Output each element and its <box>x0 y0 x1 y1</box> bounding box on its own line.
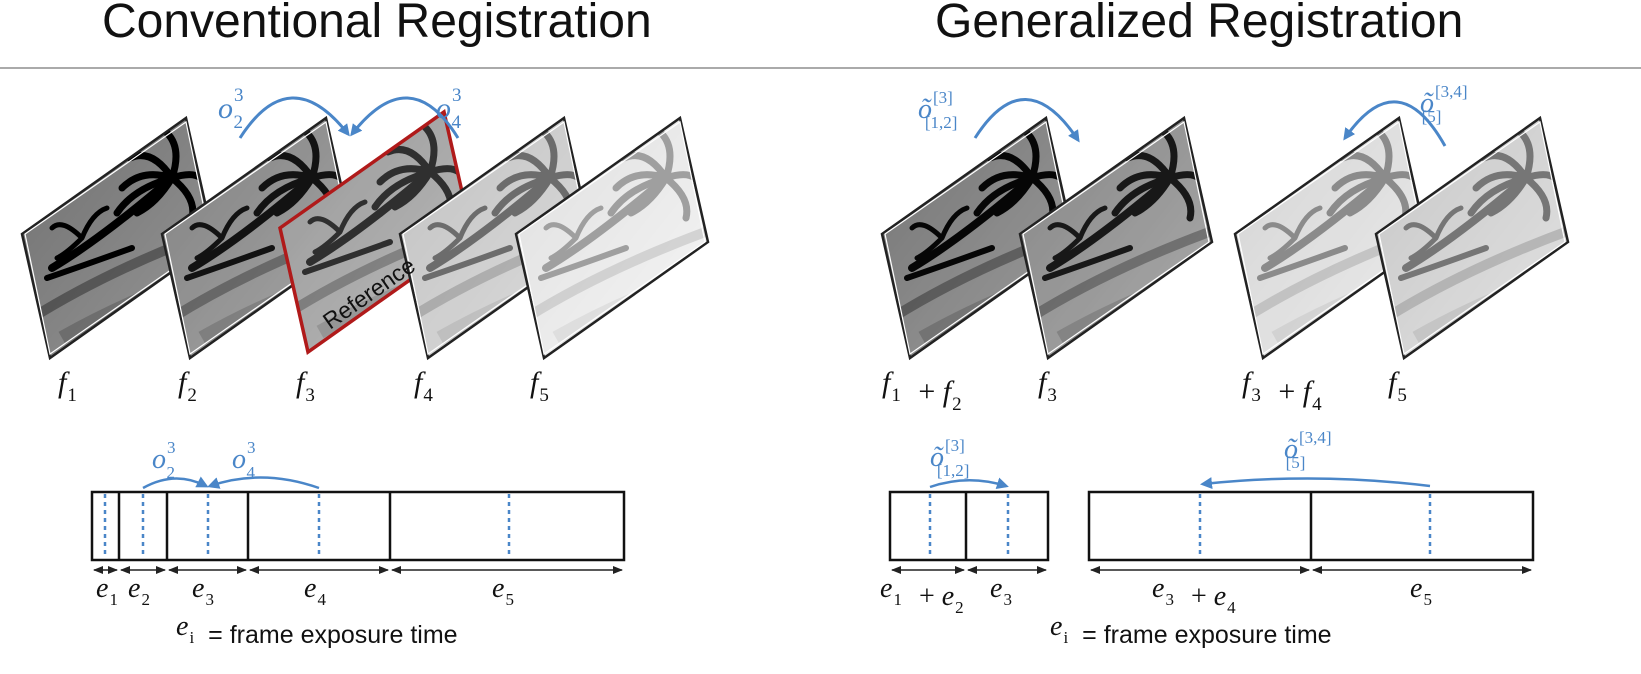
exposure-labels: e1 e2 e3 e4 e5 e1 + e2 e3 e3 + e4 e5 <box>96 573 1432 617</box>
label-e3-right: e3 <box>990 573 1012 609</box>
right-timeline-box-1 <box>888 490 1050 562</box>
exposure-legends: ei= frame exposure time ei= frame exposur… <box>176 611 1332 649</box>
label-f4: f4 <box>414 366 433 406</box>
label-flow-o5-timeline: õ[3,4][5] <box>1284 428 1332 472</box>
flow-arrow-o5 <box>1343 100 1447 147</box>
label-f2: f2 <box>178 366 197 406</box>
frame-f5 <box>514 115 710 361</box>
legend-right: ei= frame exposure time <box>1050 611 1332 649</box>
title-generalized-registration: Generalized Registration <box>935 0 1464 48</box>
right-exposure-timeline <box>888 477 1535 574</box>
left-timeline-box <box>90 490 626 562</box>
right-timeline-flow-o12 <box>929 477 1009 490</box>
label-f1: f1 <box>58 366 77 406</box>
title-conventional-registration: Conventional Registration <box>102 0 652 48</box>
flow-arrow-o4 <box>350 96 460 139</box>
label-e3: e3 <box>192 573 214 609</box>
right-timeline-flow-o5 <box>1200 477 1431 490</box>
label-e5: e5 <box>492 573 514 609</box>
label-f1-plus-f2: f1 + f2 <box>882 366 962 415</box>
label-e1: e1 <box>96 573 118 609</box>
label-flow-o5-top: õ[3,4][5] <box>1420 82 1468 126</box>
left-timeline-flow-o4 <box>207 476 320 490</box>
flow-arrow-o12 <box>973 98 1080 143</box>
label-f3: f3 <box>296 366 315 406</box>
flow-arrow-o2 <box>238 96 350 139</box>
frame-f3 <box>1018 115 1214 361</box>
left-frame-labels: f1 f2 f3 f4 f5 <box>58 366 549 406</box>
label-flow-o12-top: õ[3][1,2] <box>918 88 957 132</box>
label-e1-plus-e2: e1 + e2 <box>880 573 964 617</box>
legend-left: ei= frame exposure time <box>176 611 458 649</box>
frame-f1 <box>20 115 216 361</box>
left-timeline-flow-o2 <box>142 476 209 490</box>
label-f5: f5 <box>1388 366 1407 406</box>
label-e3-plus-e4: e3 + e4 <box>1152 573 1236 617</box>
right-frame-labels: f1 + f2 f3 f3 + f4 f5 <box>882 366 1407 415</box>
frame-f5 <box>1374 115 1570 361</box>
label-e5-right: e5 <box>1410 573 1432 609</box>
left-frame-stack <box>20 109 710 361</box>
label-flow-o12-timeline: õ[3][1,2] <box>930 436 969 480</box>
label-f3-plus-f4: f3 + f4 <box>1242 366 1322 415</box>
label-e2: e2 <box>128 573 150 609</box>
label-e4: e4 <box>304 573 326 609</box>
label-f3: f3 <box>1038 366 1057 406</box>
right-frame-stack <box>880 115 1570 361</box>
label-f5: f5 <box>530 366 549 406</box>
left-exposure-timeline <box>90 476 626 574</box>
